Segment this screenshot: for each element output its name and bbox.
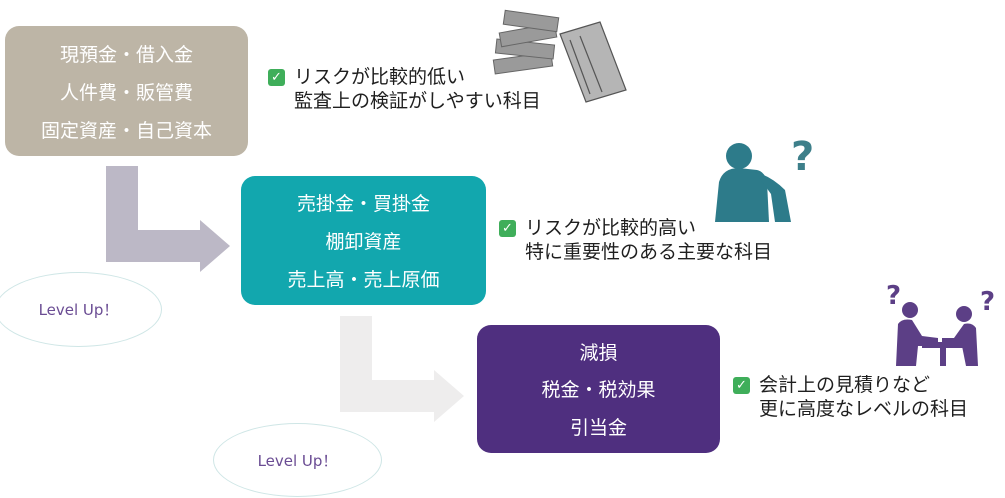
account-item: 売掛金・買掛金 [296,193,430,216]
note-line: リスクが比較的高い [525,217,697,239]
account-item: 税金・税効果 [541,379,656,402]
checkbox-icon: ✓ [733,376,750,394]
business-meeting-icon: ? ? [886,281,995,366]
account-item: 棚卸資産 [325,230,402,253]
account-box-low-risk: 現預金・借入金 人件費・販管費 固定資産・自己資本 [5,26,248,156]
level-arrow-2 [340,316,464,422]
svg-text:?: ? [980,287,995,317]
note-line: 更に高度なレベルの科目 [759,398,969,420]
checkbox-icon: ✓ [499,219,516,237]
note-line: 監査上の検証がしやすい科目 [294,90,541,112]
risk-note-1: ✓ リスクが比較的低い 監査上の検証がしやすい科目 [268,65,541,113]
account-box-estimates: 減損 税金・税効果 引当金 [477,325,720,453]
thinking-person-icon: ? [715,134,814,222]
checkbox-icon: ✓ [268,68,285,86]
level-up-label-1: Level Up！ [0,272,162,347]
account-box-high-risk: 売掛金・買掛金 棚卸資産 売上高・売上原価 [241,176,486,305]
note-line: 特に重要性のある主要な科目 [525,241,773,263]
note-line: リスクが比較的低い [294,66,466,88]
level-up-label-2: Level Up！ [213,423,382,497]
account-item: 減損 [579,342,618,365]
note-line: 会計上の見積りなど [759,374,931,396]
account-item: 固定資産・自己資本 [40,119,212,142]
account-item: 人件費・販管費 [59,81,193,104]
risk-note-3: ✓ 会計上の見積りなど 更に高度なレベルの科目 [733,373,968,421]
risk-note-2: ✓ リスクが比較的高い 特に重要性のある主要な科目 [499,216,772,264]
money-stack-icon [492,9,627,103]
account-item: 現預金・借入金 [59,43,193,66]
level-arrow-1 [106,166,230,272]
account-item: 売上高・売上原価 [287,268,440,291]
svg-text:?: ? [886,281,901,311]
account-item: 引当金 [569,416,627,439]
svg-text:?: ? [791,134,814,180]
